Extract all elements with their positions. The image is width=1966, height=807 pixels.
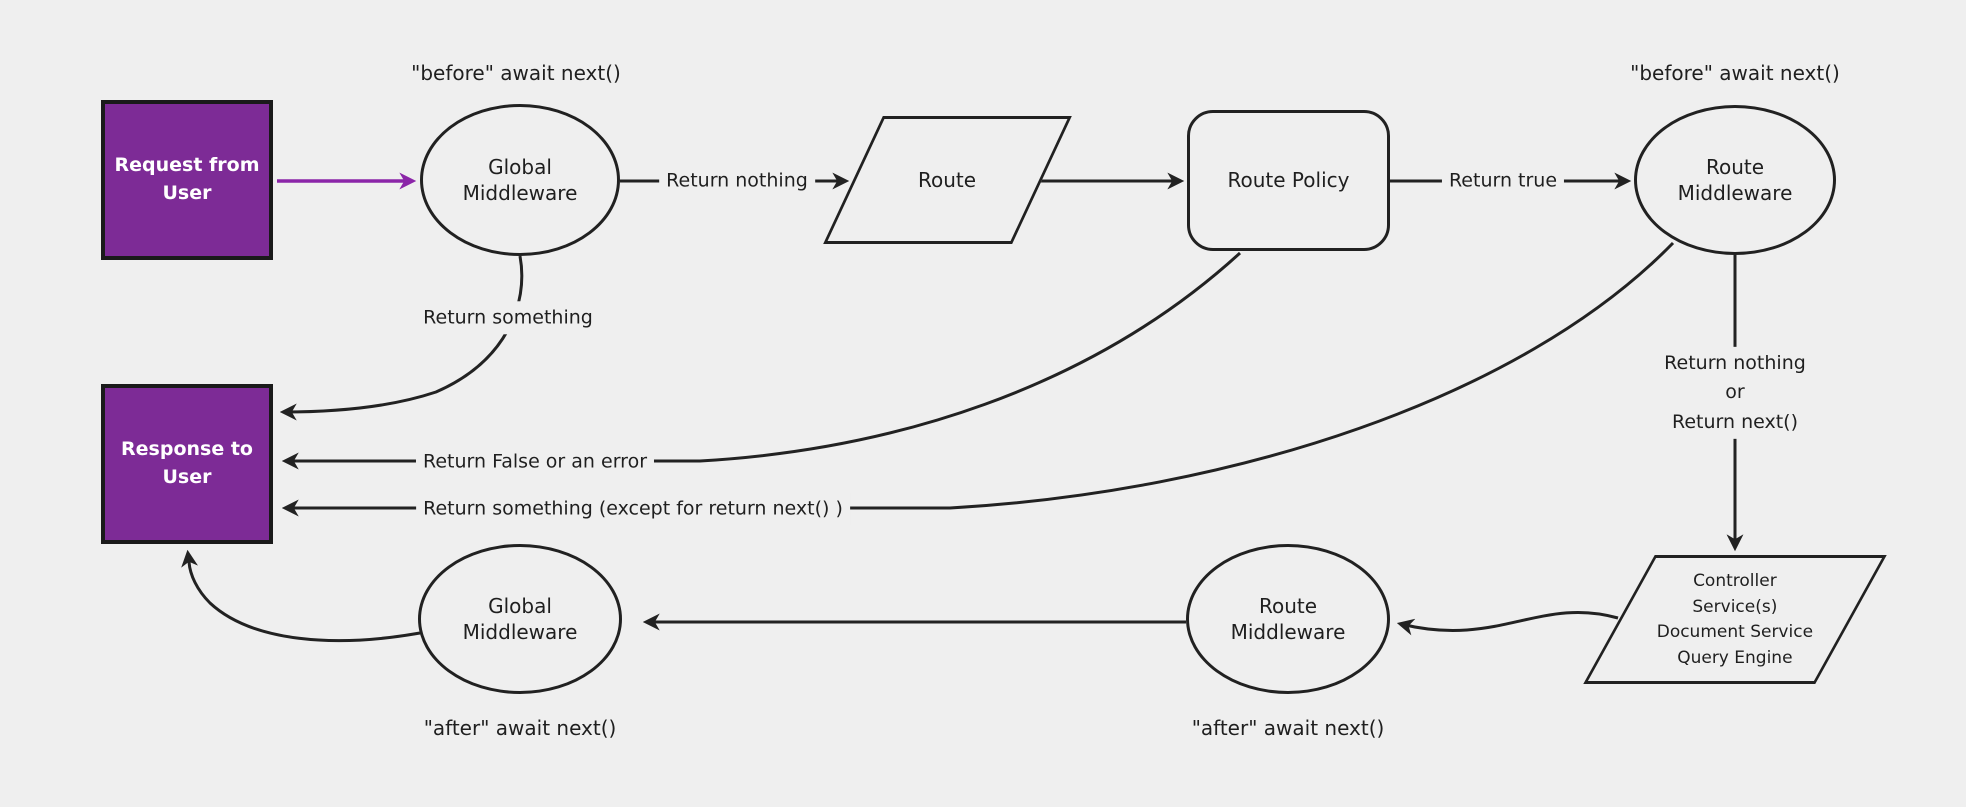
node-route-policy-label: Route Policy bbox=[1227, 168, 1350, 193]
node-global-middleware-top: Global Middleware bbox=[420, 104, 620, 256]
edge-label-return-nothing: Return nothing bbox=[659, 164, 815, 198]
edge-label-return-nothing-or-next: Return nothing or Return next() bbox=[1657, 346, 1813, 440]
node-response-to-user: Response to User bbox=[101, 384, 273, 544]
edge-label-return-something-except: Return something (except for return next… bbox=[416, 492, 850, 526]
edge-label-return-true: Return true bbox=[1441, 164, 1565, 198]
node-global-middleware-bottom: Global Middleware bbox=[418, 544, 622, 694]
edge-route-middleware-to-response bbox=[281, 241, 1675, 517]
node-route-policy: Route Policy bbox=[1187, 110, 1390, 251]
node-route-middleware-top-label: Route Middleware bbox=[1677, 154, 1793, 205]
annotation-before-route-middleware: "before" await next() bbox=[1630, 61, 1840, 85]
node-route-label: Route bbox=[918, 168, 977, 192]
edge-label-return-false-or-error: Return False or an error bbox=[415, 445, 655, 479]
node-global-middleware-top-label: Global Middleware bbox=[462, 154, 578, 205]
node-controller-services-label: Controller Service(s) Document Service Q… bbox=[1656, 570, 1814, 668]
node-route-middleware-bottom: Route Middleware bbox=[1186, 544, 1390, 694]
node-route-middleware-top: Route Middleware bbox=[1634, 105, 1836, 255]
annotation-after-route-middleware: "after" await next() bbox=[1191, 716, 1385, 740]
node-global-middleware-bottom-label: Global Middleware bbox=[462, 593, 578, 644]
node-request-from-user-label: Request from User bbox=[114, 154, 260, 204]
annotation-before-global-middleware: "before" await next() bbox=[411, 61, 621, 85]
annotation-after-global-middleware: "after" await next() bbox=[423, 716, 617, 740]
node-route-middleware-bottom-label: Route Middleware bbox=[1230, 593, 1346, 644]
edge-label-return-something: Return something bbox=[416, 301, 600, 335]
edge-route-policy-to-response bbox=[281, 251, 1242, 470]
node-request-from-user: Request from User bbox=[101, 100, 273, 260]
edge-controller-to-route-middleware-bottom bbox=[1396, 610, 1619, 636]
edge-global-middleware-to-response bbox=[279, 255, 524, 421]
edge-global-middleware-bottom-to-response bbox=[181, 549, 421, 643]
node-response-to-user-label: Response to User bbox=[121, 438, 253, 488]
